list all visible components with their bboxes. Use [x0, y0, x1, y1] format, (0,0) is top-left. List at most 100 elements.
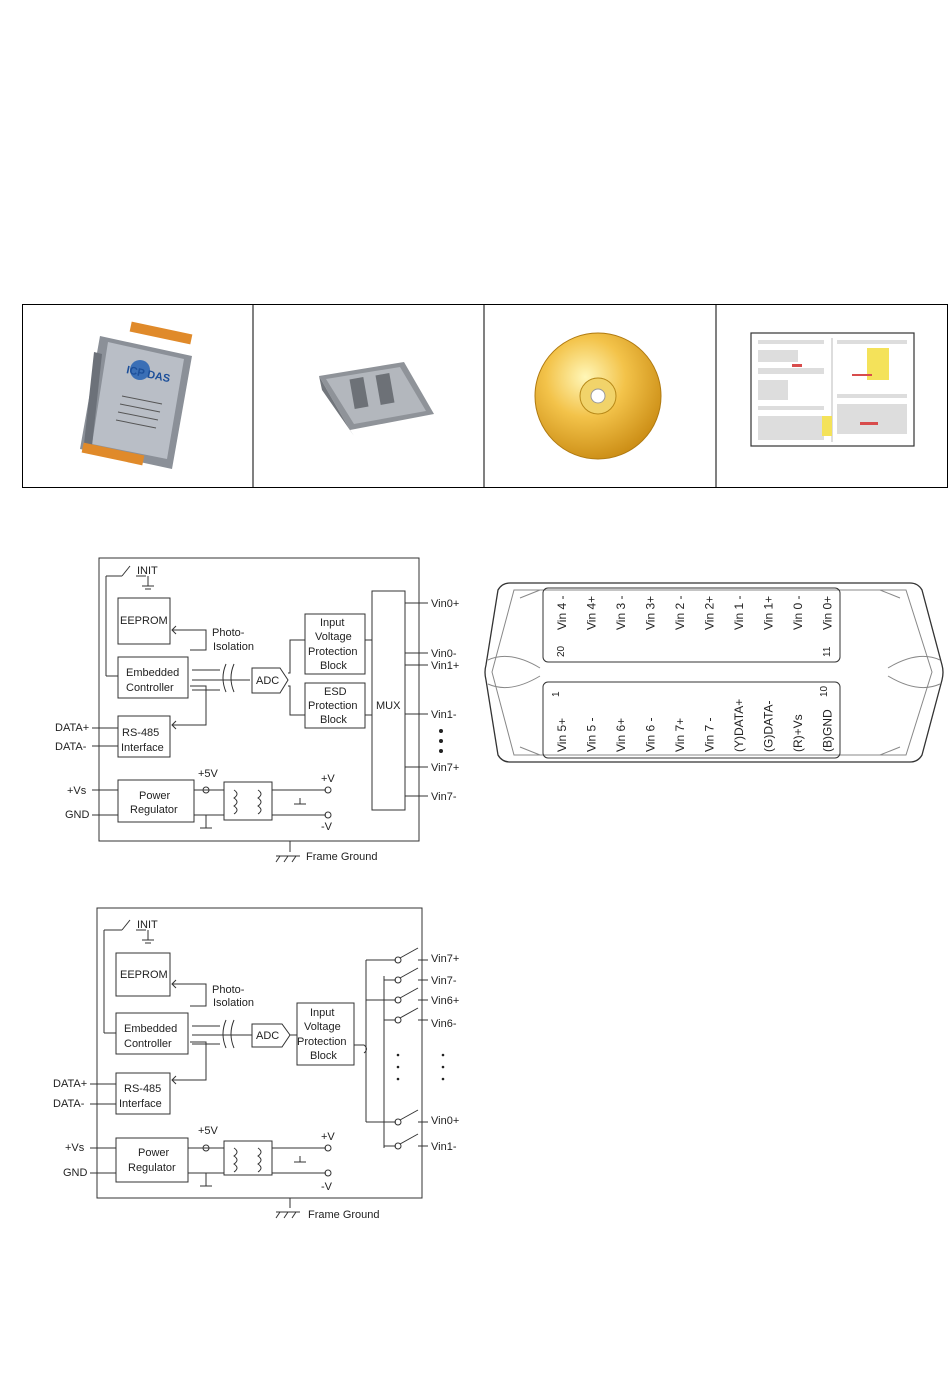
bottom-pin-label: (B)GND [821, 709, 835, 752]
pin-number-20: 20 [556, 645, 567, 657]
frame-ground-label: Frame Ground [306, 851, 378, 863]
vs-label: +Vs [65, 1142, 85, 1154]
eeprom-block [115, 952, 171, 997]
embedded-label-2: Controller [124, 1038, 172, 1050]
pin-number-1: 1 [551, 691, 562, 697]
gnd-label: GND [63, 1167, 88, 1179]
data-minus-label: DATA- [53, 1098, 85, 1110]
bottom-pin-label: Vin 6+ [614, 718, 628, 752]
rs485-block [117, 715, 171, 758]
embedded-controller-block [117, 656, 189, 699]
rs485-label-2: Interface [121, 742, 164, 754]
vin0p-label: Vin0+ [431, 1115, 459, 1127]
bottom-pin-labels: Vin 5+Vin 5 -Vin 6+Vin 6 -Vin 7+Vin 7 -(… [555, 699, 835, 752]
esd-protection-block [304, 682, 366, 729]
vin1m-label: Vin1- [431, 709, 457, 721]
vin7p-label: Vin7+ [431, 762, 459, 774]
vin6m-label: Vin6- [431, 1018, 457, 1030]
ivp-label-3: Protection [308, 646, 358, 658]
din-rail-mount-icon [319, 362, 434, 436]
pin-number-10: 10 [819, 685, 830, 697]
package-contents-table: ICP DAS [22, 304, 948, 488]
rs485-block [115, 1072, 171, 1115]
top-pin-label: Vin 1+ [762, 596, 776, 630]
pin-number-11: 11 [822, 646, 833, 657]
input-voltage-protection-block [304, 613, 366, 675]
mux-block [371, 590, 406, 811]
vin1m-label: Vin1- [431, 1141, 457, 1153]
frame-ground-label: Frame Ground [308, 1209, 380, 1221]
power-label-2: Regulator [128, 1162, 176, 1174]
ivp-label-1: Input [320, 617, 344, 629]
power-label-1: Power [138, 1147, 170, 1159]
vin7p-label: Vin7+ [431, 953, 459, 965]
cd-disc-icon [534, 332, 662, 460]
rs485-label-2: Interface [119, 1098, 162, 1110]
adc-label: ADC [256, 675, 279, 687]
data-plus-label: DATA+ [55, 722, 89, 734]
power-label-1: Power [139, 790, 171, 802]
single-ended-block-diagram: INIT EEPROM Embedded Controller RS-485 I… [53, 907, 459, 1221]
rs485-label-1: RS-485 [122, 727, 159, 739]
photo-label: Photo- [212, 984, 245, 996]
eeprom-label: EEPROM [120, 969, 168, 981]
vin7m-label: Vin7- [431, 791, 457, 803]
bottom-pin-label: Vin 7 - [703, 718, 717, 752]
vin0m-label: Vin0- [431, 648, 457, 660]
p5v-label: +5V [198, 768, 219, 780]
top-pin-label: Vin 2+ [703, 596, 717, 630]
top-pin-label: Vin 0 - [791, 596, 805, 630]
esd-label-3: Block [320, 714, 347, 726]
bottom-pin-label: (R)+Vs [791, 714, 805, 752]
bottom-pin-label: Vin 7+ [673, 718, 687, 752]
diagram-frame [96, 907, 423, 1199]
esd-label-2: Protection [308, 700, 358, 712]
isolation-label: Isolation [213, 997, 254, 1009]
top-pin-label: Vin 2 - [673, 596, 687, 630]
top-pin-label: Vin 4 - [555, 596, 569, 630]
io-module-icon: ICP DAS [80, 321, 193, 469]
ivp-label-2: Voltage [304, 1021, 341, 1033]
photo-label: Photo- [212, 627, 245, 639]
rs485-label-1: RS-485 [124, 1083, 161, 1095]
top-pin-labels: Vin 4 - Vin 4+ Vin 3 - Vin 3+ Vin 2 - Vin 2+ V… [555, 596, 835, 630]
diagram-frame [98, 557, 420, 842]
eeprom-block [117, 597, 171, 645]
esd-label-1: ESD [324, 686, 347, 698]
isolation-label: Isolation [213, 641, 254, 653]
eeprom-label: EEPROM [120, 615, 168, 627]
top-pin-label: Vin 1 - [732, 596, 746, 630]
ivp-label-4: Block [310, 1050, 337, 1062]
mv-label: -V [321, 1181, 333, 1193]
power-label-2: Regulator [130, 804, 178, 816]
bottom-pin-label: (Y)DATA+ [732, 699, 746, 752]
top-pin-label: Vin 3 - [614, 596, 628, 630]
top-pin-label: Vin 3+ [644, 596, 658, 630]
p5v-label: +5V [198, 1125, 219, 1137]
ellipsis-dots [439, 729, 443, 753]
top-pin-label: Vin 0+ [821, 596, 835, 630]
isolated-dcdc-converter [223, 1140, 273, 1176]
top-pin-label: Vin 4+ [585, 596, 599, 630]
mux-label: MUX [376, 700, 401, 712]
top-terminal-block [542, 587, 841, 663]
ivp-label-1: Input [310, 1007, 334, 1019]
channel-switches [394, 947, 428, 1150]
pv-label: +V [321, 1131, 335, 1143]
ivp-label-3: Protection [297, 1036, 347, 1048]
data-minus-label: DATA- [55, 741, 87, 753]
power-regulator-block [115, 1137, 189, 1183]
embedded-label-2: Controller [126, 682, 174, 694]
differential-block-diagram: INIT EEPROM Embedded Controller RS-485 I… [55, 557, 459, 863]
vin0p-label: Vin0+ [431, 598, 459, 610]
vin1p-label: Vin1+ [431, 660, 459, 672]
gnd-label: GND [65, 809, 90, 821]
bottom-terminal-block [542, 681, 841, 759]
ivp-label-2: Voltage [315, 631, 352, 643]
mv-label: -V [321, 821, 333, 833]
isolated-dcdc-converter [223, 781, 273, 821]
input-voltage-protection-block [296, 1002, 355, 1066]
embedded-controller-block [115, 1012, 189, 1055]
ivp-label-4: Block [320, 660, 347, 672]
pv-label: +V [321, 773, 335, 785]
